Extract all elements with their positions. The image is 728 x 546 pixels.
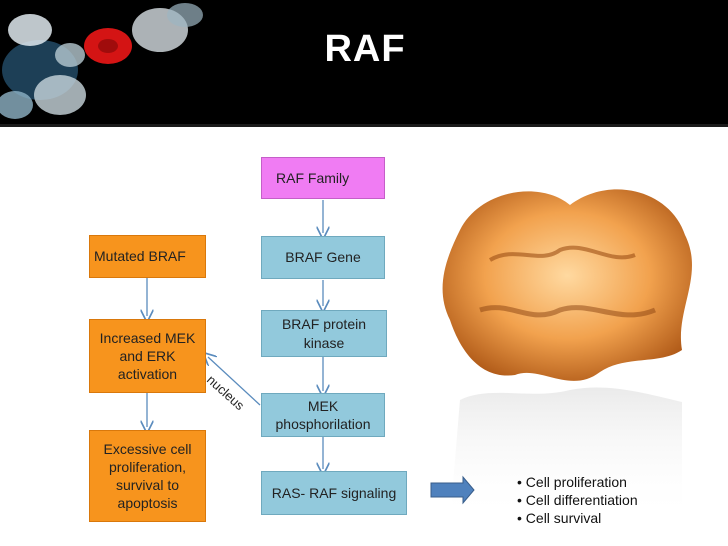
header-divider [0,124,728,127]
braf-protein-kinase-box: BRAF protein kinase [261,310,387,357]
raf-family-box: RAF Family [261,157,385,199]
increased-mek-erk-label: Increased MEK and ERK activation [99,329,196,383]
mutated-braf-label: Mutated BRAF [94,248,186,265]
header-cells-image [0,0,728,124]
outcome-item: Cell differentiation [517,491,638,509]
excessive-proliferation-label: Excessive cell proliferation, survival t… [103,440,192,512]
braf-gene-label: BRAF Gene [285,249,361,266]
braf-protein-kinase-label: BRAF protein kinase [281,316,367,351]
ras-raf-signaling-box: RAS- RAF signaling [261,471,407,515]
increased-mek-erk-box: Increased MEK and ERK activation [89,319,206,393]
slide-title: RAF [324,28,406,70]
mutated-braf-box: Mutated BRAF [89,235,206,278]
braf-gene-box: BRAF Gene [261,236,385,279]
outcome-list: Cell proliferation Cell differentiation … [517,473,638,527]
excessive-proliferation-box: Excessive cell proliferation, survival t… [89,430,206,522]
raf-family-label: RAF Family [276,169,350,186]
arrow-mek-to-increased [208,357,261,406]
header-band: RAF [0,0,728,124]
outcome-item: Cell proliferation [517,473,638,491]
mek-phosphorilation-box: MEK phosphorilation [261,393,385,437]
block-arrow-right [430,475,475,505]
ras-raf-signaling-label: RAS- RAF signaling [271,484,397,501]
mek-phosphorilation-label: MEK phosphorilation [275,397,371,432]
outcome-item: Cell survival [517,509,638,527]
